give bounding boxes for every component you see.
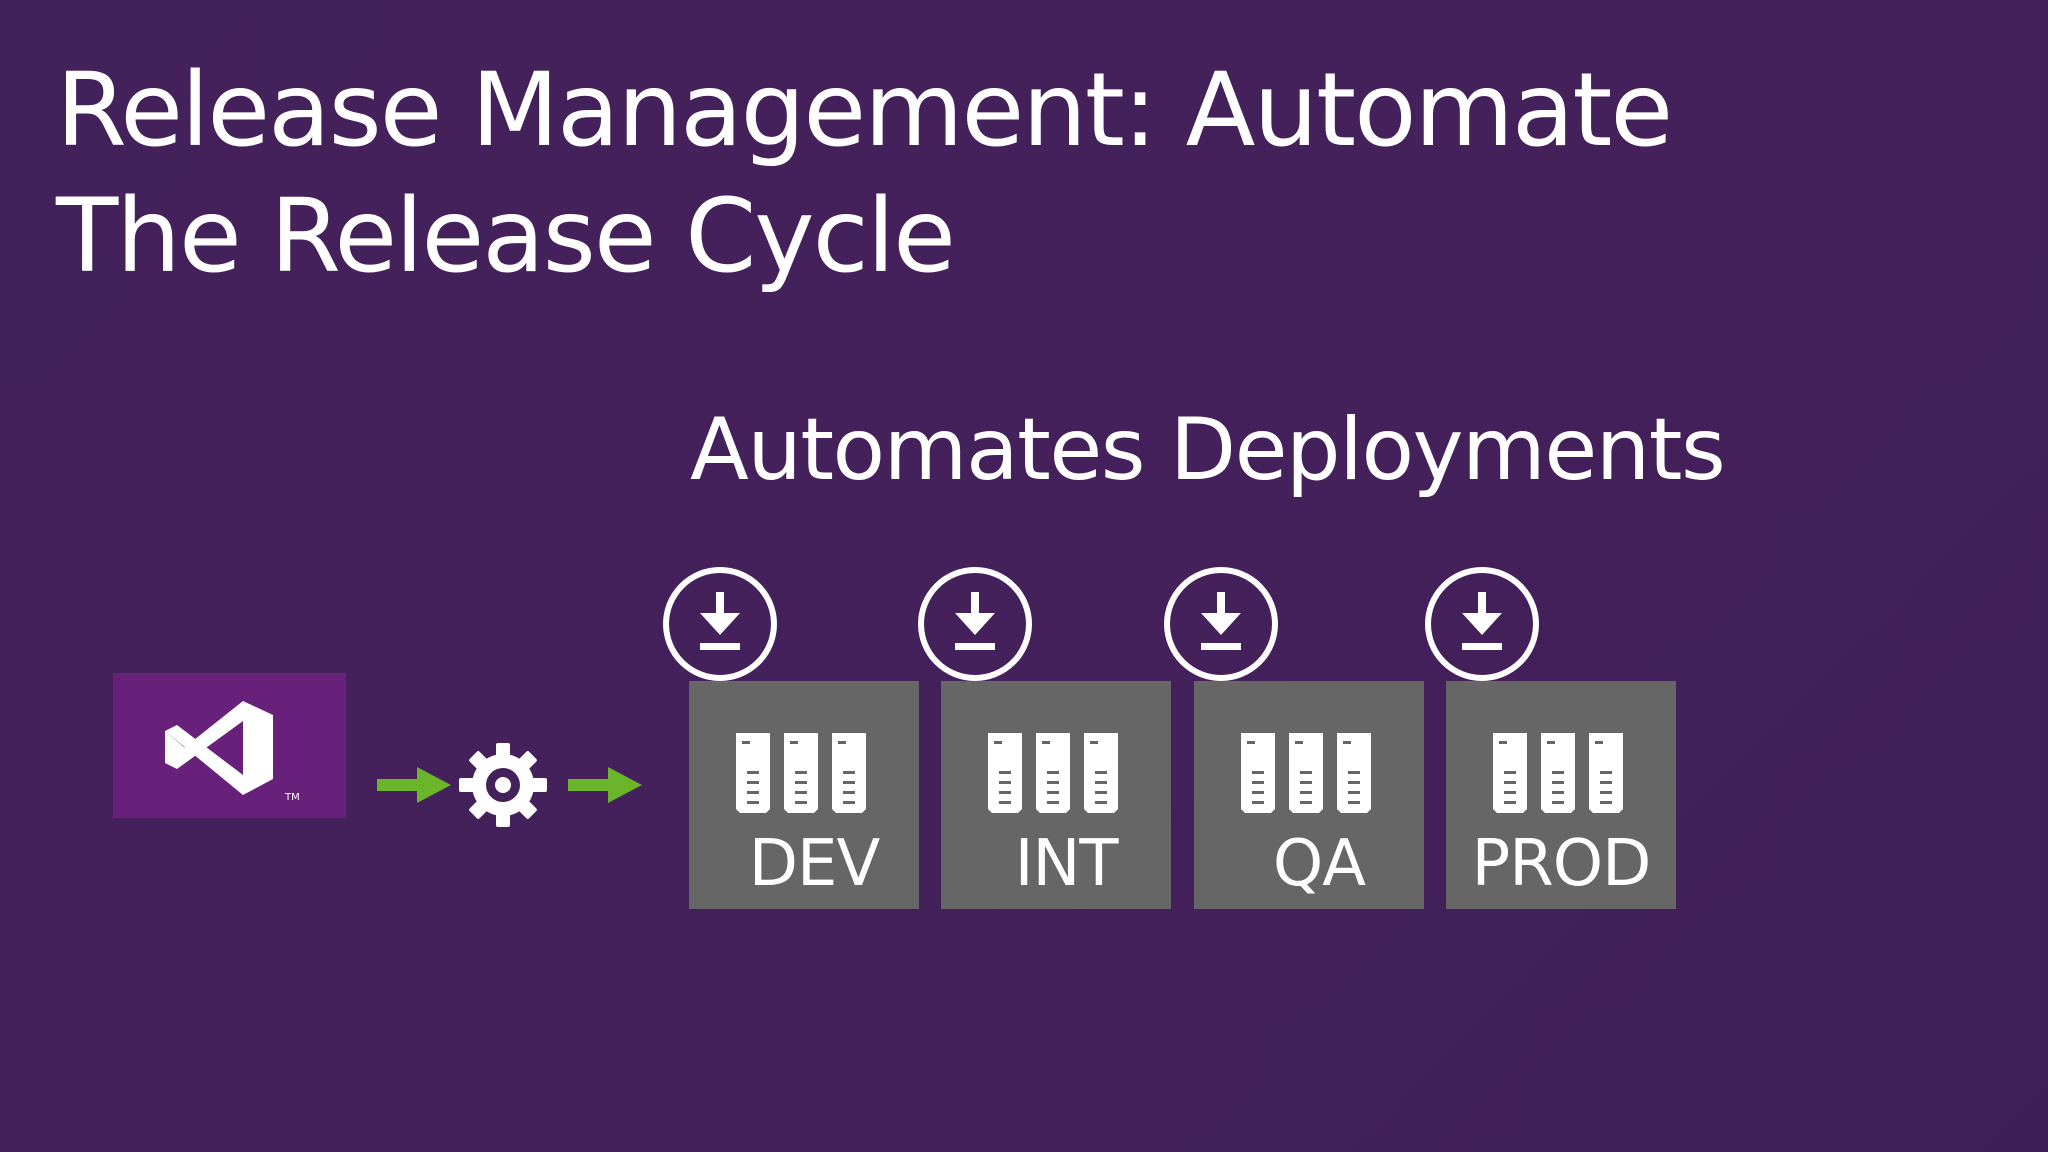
download-icon	[663, 567, 777, 681]
environment-label: DEV	[748, 827, 881, 901]
environment-dev: DEV	[689, 681, 919, 909]
download-icon	[918, 567, 1032, 681]
server-rack-icon	[1493, 733, 1623, 813]
visual-studio-logo-icon: TM	[113, 673, 346, 818]
environment-int: INT	[941, 681, 1171, 909]
server-rack-icon	[736, 733, 866, 813]
slide-title-line-2: The Release Cycle	[56, 177, 956, 296]
server-rack-icon	[1241, 733, 1371, 813]
slide-title-line-1: Release Management: Automate	[56, 51, 1673, 170]
arrow-right-icon	[377, 767, 451, 803]
gear-icon	[459, 743, 547, 827]
slide-title: Release Management: Automate The Release…	[56, 48, 1756, 300]
download-icon	[1425, 567, 1539, 681]
environment-prod: PROD	[1446, 681, 1676, 909]
environment-label: INT	[1014, 827, 1119, 901]
environment-label: PROD	[1471, 827, 1652, 901]
environment-qa: QA	[1194, 681, 1424, 909]
environment-label: QA	[1272, 827, 1366, 901]
svg-text:TM: TM	[284, 792, 300, 803]
server-rack-icon	[988, 733, 1118, 813]
arrow-right-icon	[568, 767, 642, 803]
download-icon	[1164, 567, 1278, 681]
slide-subtitle: Automates Deployments	[690, 400, 1726, 500]
